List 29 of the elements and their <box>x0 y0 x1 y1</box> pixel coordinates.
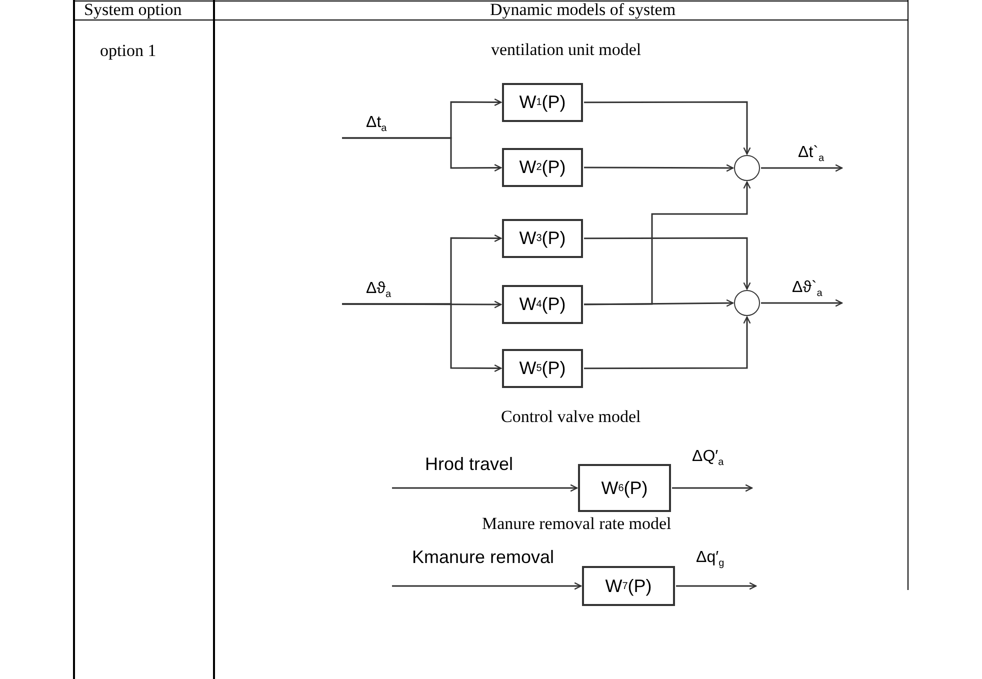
signal-arrow <box>584 181 751 306</box>
signal-arrow <box>676 582 757 590</box>
edge-label: Δq′$_{g}$ <box>696 549 724 570</box>
signal-arrow <box>584 101 751 155</box>
summing-junction <box>734 155 760 181</box>
signal-arrow <box>342 137 502 172</box>
section-title: ventilation unit model <box>491 40 642 60</box>
edge-label: ΔQ′$_{a}$ <box>692 448 724 468</box>
summing-junction <box>734 290 760 316</box>
signal-arrow <box>761 164 843 172</box>
signal-arrow <box>761 299 843 307</box>
signal-arrow <box>392 484 578 492</box>
signal-arrow <box>584 164 734 172</box>
edge-label: Hrod travel <box>425 454 514 475</box>
edge-label: Δt`$_{a}$ <box>798 144 824 164</box>
edge-label: Δϑ`$_{a}$ <box>792 279 822 300</box>
signal-arrow <box>392 582 582 590</box>
section-title: Control valve model <box>501 407 641 427</box>
edge-label: Δt$_{a}$ <box>366 114 387 134</box>
table-header: Dynamic models of system <box>490 0 676 20</box>
edge-label: Δϑ$_{a}$ <box>366 280 391 300</box>
signal-arrow <box>672 484 753 492</box>
table-cell-text: option 1 <box>100 41 156 61</box>
signal-arrow <box>584 316 751 370</box>
signal-arrow <box>342 303 502 372</box>
section-title: Manure removal rate model <box>482 514 672 534</box>
table-header: System option <box>84 0 182 20</box>
edge-label: Kmanure removal <box>412 547 554 568</box>
signal-arrow <box>584 237 751 290</box>
